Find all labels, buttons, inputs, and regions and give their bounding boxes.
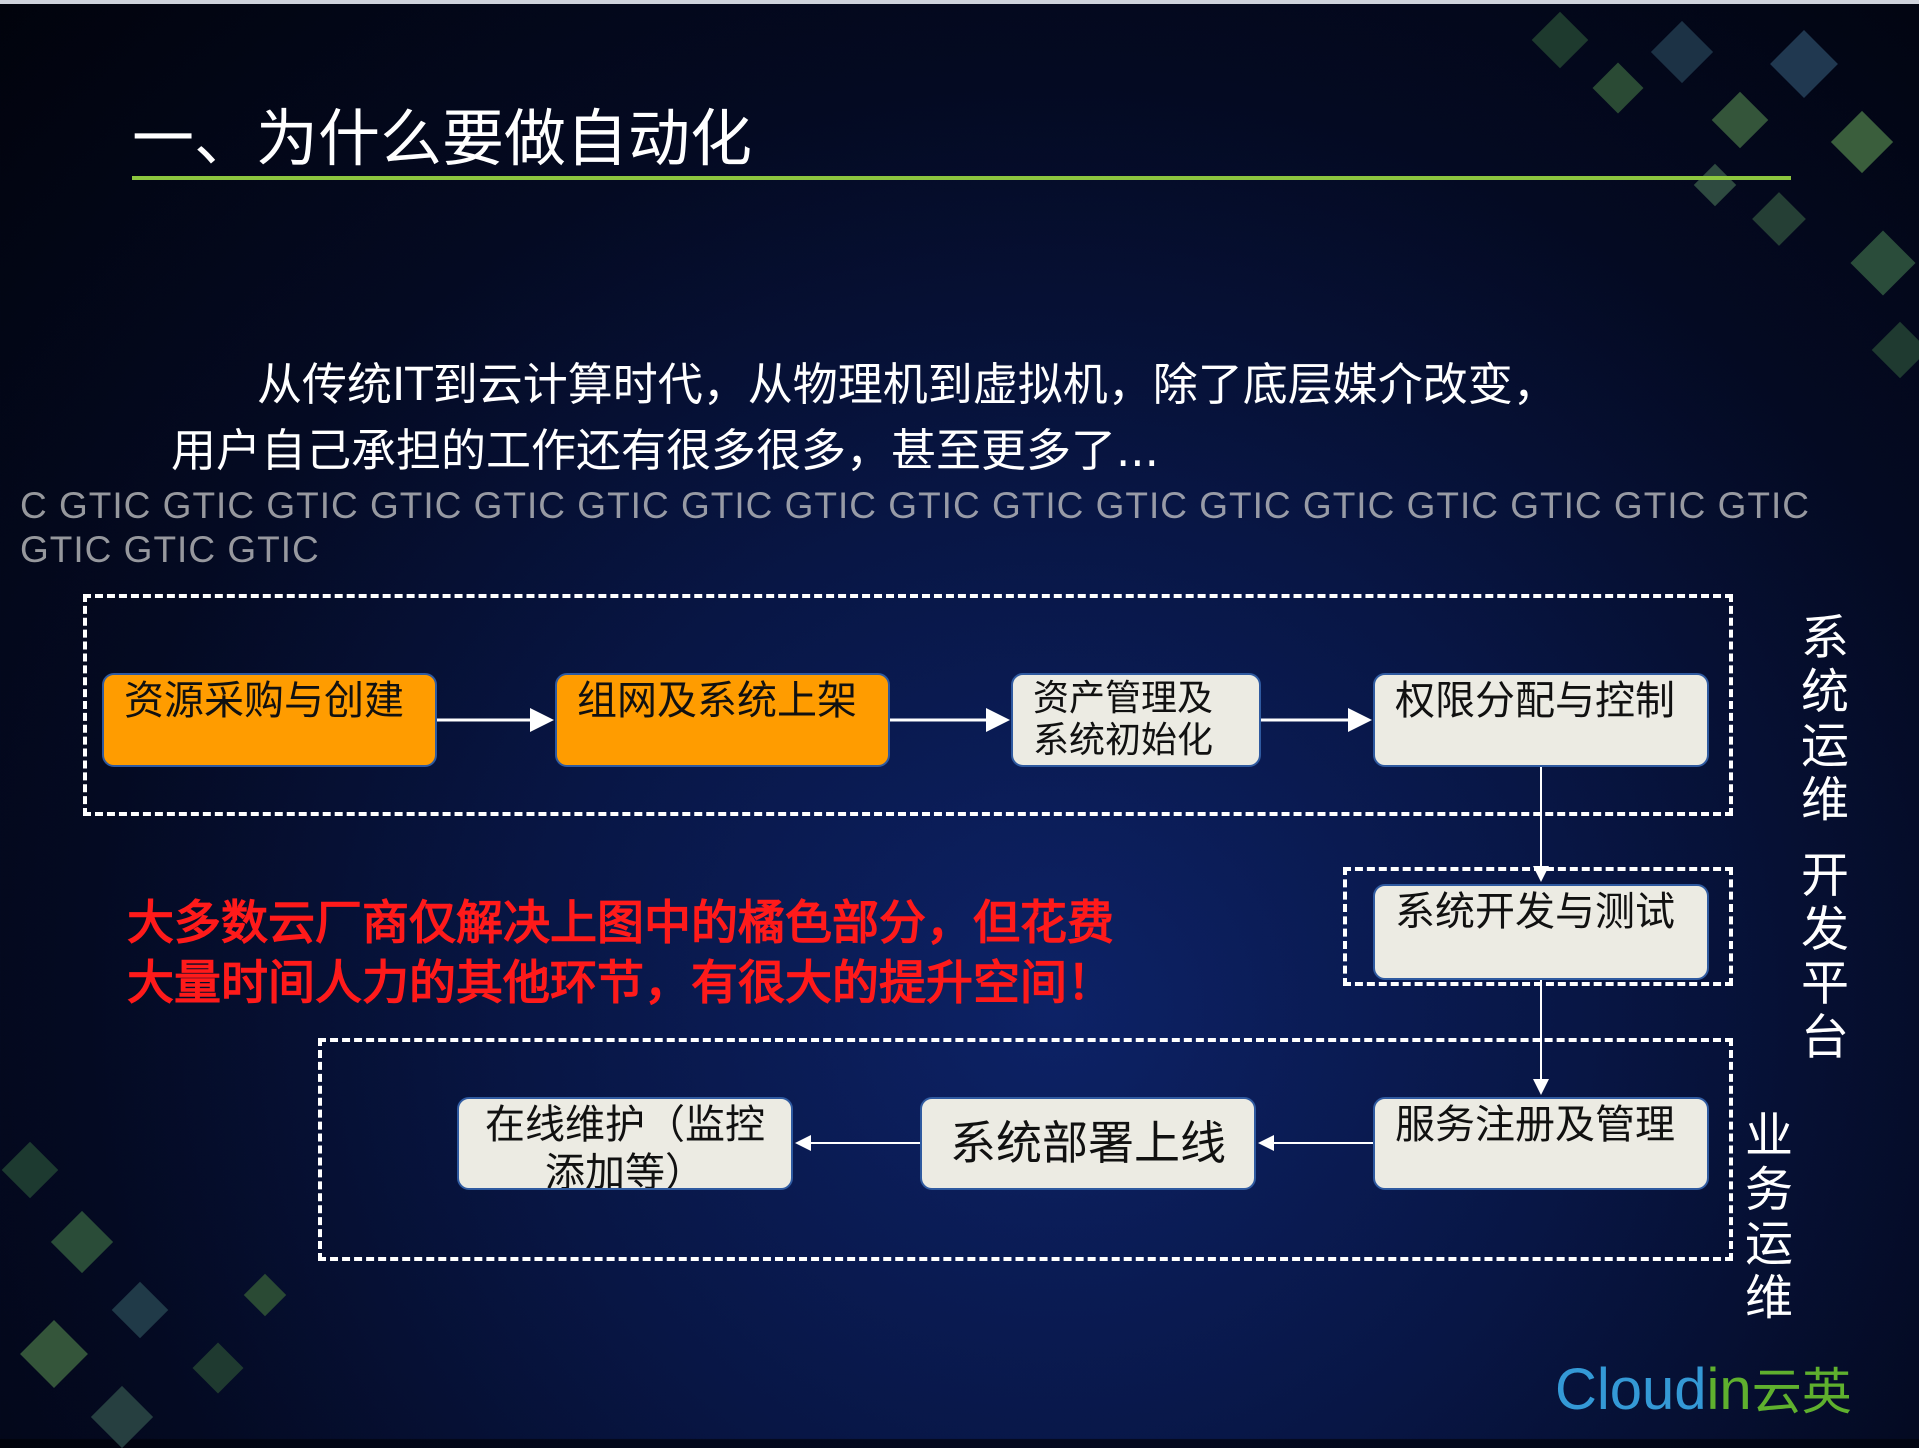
top-border [0, 0, 1919, 4]
step-service-registry: 服务注册及管理 [1373, 1097, 1709, 1190]
step-deploy: 系统部署上线 [920, 1097, 1256, 1190]
intro-line-1: 从传统IT到云计算时代，从物理机到虚拟机，除了底层媒介改变， [257, 358, 1558, 411]
intro-line-2: 用户自己承担的工作还有很多很多，甚至更多了... [171, 424, 1159, 477]
cloudin-logo: Cloudin云英 [1555, 1357, 1852, 1422]
step-online-maintenance: 在线维护（监控添加等） [457, 1097, 793, 1190]
callout-line-1: 大多数云厂商仅解决上图中的橘色部分，但花费 [127, 896, 1114, 951]
page-title: 一、为什么要做自动化 [132, 102, 753, 175]
step-permission: 权限分配与控制 [1373, 673, 1709, 767]
label-sysops-dev: 系统运维 开发平台 [1792, 612, 1848, 1066]
callout-line-2: 大量时间人力的其他环节，有很大的提升空间！ [127, 956, 1114, 1011]
sysops-group-box [83, 594, 1733, 816]
step-dev-test: 系统开发与测试 [1373, 884, 1709, 980]
step-network-racking: 组网及系统上架 [555, 673, 890, 767]
step-asset-init: 资产管理及系统初始化 [1011, 673, 1261, 767]
bizops-group-box [318, 1038, 1733, 1261]
watermark: C GTIC GTIC GTIC GTIC GTIC GTIC GTIC GTI… [20, 485, 1810, 570]
label-bizops: 业务运维 [1736, 1110, 1792, 1326]
title-underline [132, 176, 1791, 180]
step-resource-procurement: 资源采购与创建 [102, 673, 437, 767]
